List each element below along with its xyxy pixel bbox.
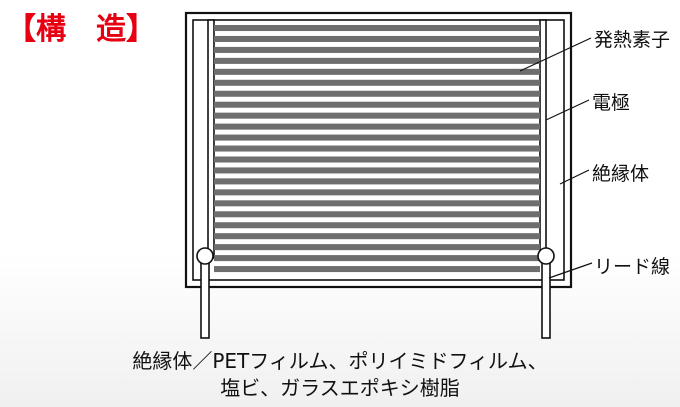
heating-stripe — [214, 244, 540, 251]
heating-stripe — [214, 90, 540, 97]
heating-stripe — [214, 123, 540, 130]
leader-line-heating-element — [519, 37, 592, 72]
heating-stripe — [214, 167, 540, 174]
caption-line-2: 塩ビ、ガラスエポキシ樹脂 — [220, 376, 460, 400]
heating-stripe — [214, 25, 540, 32]
right-lead-wire — [541, 261, 551, 339]
heating-stripe — [214, 145, 540, 152]
heating-stripe — [214, 233, 540, 240]
label-insulator: 絶縁体 — [592, 163, 650, 185]
leader-line-lead-wire — [548, 262, 593, 279]
heating-stripe — [214, 255, 540, 262]
heating-stripe — [214, 156, 540, 163]
leader-line-electrode — [545, 99, 590, 121]
heating-stripe — [214, 200, 540, 207]
right-lead-terminal — [537, 247, 555, 265]
caption-line-1: 絶縁体／PETフィルム、ポリイミドフィルム、 — [132, 349, 548, 373]
heating-stripe — [214, 112, 540, 119]
heating-element-stripes — [214, 25, 540, 273]
heating-stripe — [214, 35, 540, 42]
heating-stripe — [214, 178, 540, 185]
heating-stripe — [214, 222, 540, 229]
left-electrode-bar — [207, 19, 215, 259]
left-lead-terminal — [196, 247, 214, 265]
label-electrode: 電極 — [592, 92, 631, 114]
heating-stripe — [214, 68, 540, 75]
heating-stripe — [214, 266, 540, 273]
section-title: 【構 造】 — [6, 12, 156, 47]
label-heating-element: 発熱素子 — [594, 29, 671, 51]
heating-stripe — [214, 189, 540, 196]
heating-stripe — [214, 211, 540, 218]
leader-line-insulator — [559, 169, 590, 185]
heating-stripe — [214, 134, 540, 141]
heating-stripe — [214, 46, 540, 53]
right-electrode-bar — [539, 19, 547, 259]
heating-stripe — [214, 79, 540, 86]
label-lead-wire: リード線 — [594, 256, 671, 278]
left-lead-wire — [200, 261, 210, 339]
insulator-inner-frame — [192, 19, 565, 281]
heating-stripe — [214, 57, 540, 64]
heating-stripe — [214, 101, 540, 108]
